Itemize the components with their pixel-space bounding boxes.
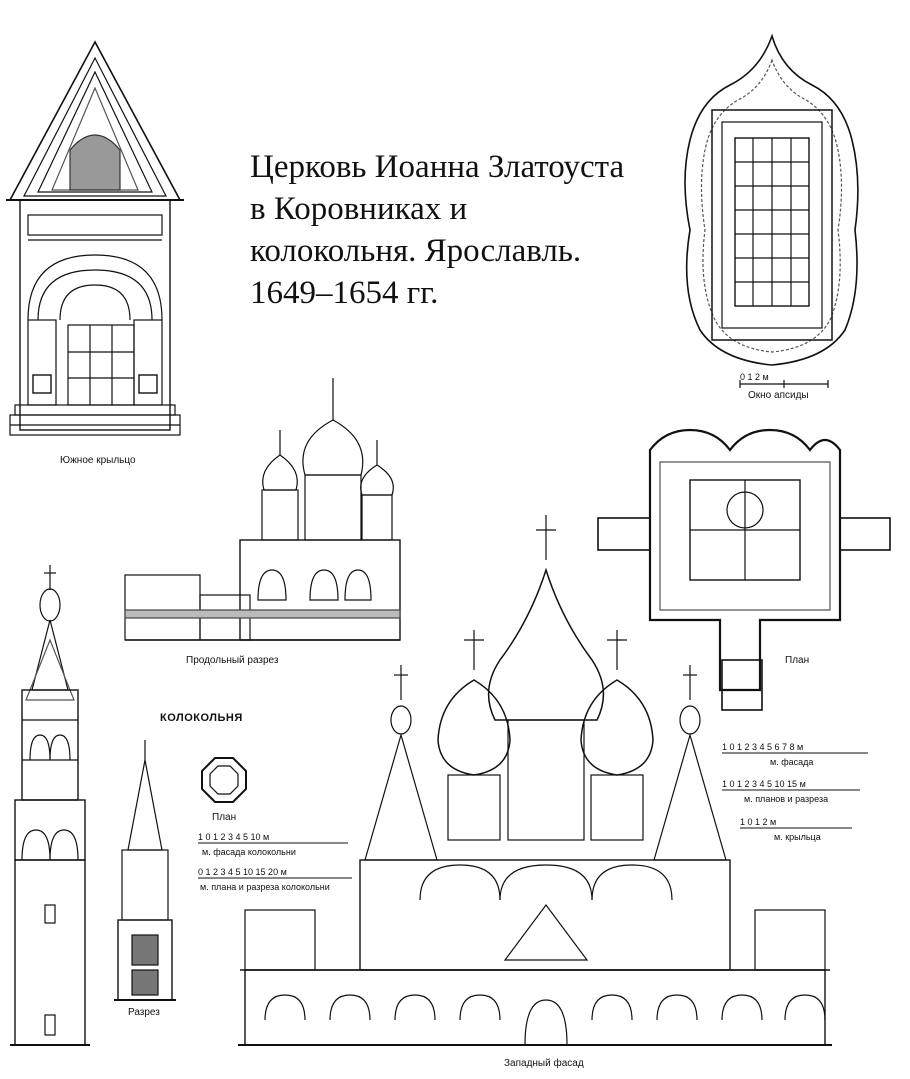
caption-church-plan: План xyxy=(785,655,810,666)
caption-south-porch: Южное крыльцо xyxy=(60,455,136,466)
church-plan-drawing xyxy=(597,428,891,711)
caption-apse-window: Окно апсиды xyxy=(748,390,809,401)
apse-window-drawing xyxy=(684,33,859,388)
caption-section: Разрез xyxy=(128,1007,160,1018)
title-line-4: 1649–1654 гг. xyxy=(250,275,439,311)
caption-longitudinal-section: Продольный разрез xyxy=(186,655,279,666)
west-facade-drawing xyxy=(238,515,832,1046)
bell-tower-plan-drawing xyxy=(201,757,247,803)
title-line-2: в Коровниках и xyxy=(250,191,468,227)
page-title: Церковь Иоанна Златоуста в Коровниках и … xyxy=(250,146,650,314)
bell-tower-section-drawing xyxy=(114,740,176,1001)
south-porch-drawing xyxy=(6,40,184,436)
scale-porch-ticks: 1 0 1 2 м xyxy=(740,817,777,827)
scale-plans-label: м. планов и разреза xyxy=(744,794,829,804)
scale-tower-facade-label: м. фасада колокольни xyxy=(202,847,296,857)
scale-apse-ticks: 0 1 2 м xyxy=(740,372,769,382)
bell-tower-facade-drawing xyxy=(10,565,90,1046)
title-line-3: колокольня. Ярославль. xyxy=(250,233,582,269)
scale-porch-label: м. крыльца xyxy=(774,832,821,842)
scale-bars-drawing xyxy=(198,752,868,879)
longitudinal-section-drawing xyxy=(124,378,401,641)
caption-bell-tower: КОЛОКОЛЬНЯ xyxy=(160,712,243,724)
caption-west-facade: Западный фасад xyxy=(504,1058,584,1069)
caption-bell-tower-plan: План xyxy=(212,812,237,823)
scale-facade-label: м. фасада xyxy=(770,757,814,767)
title-line-1: Церковь Иоанна Златоуста xyxy=(250,149,625,185)
scale-tower-facade-ticks: 1 0 1 2 3 4 5 10 м xyxy=(198,832,270,842)
scale-tower-plan-ticks: 0 1 2 3 4 5 10 15 20 м xyxy=(198,867,287,877)
scale-plans-ticks: 1 0 1 2 3 4 5 10 15 м xyxy=(722,779,806,789)
scale-tower-plan-label: м. плана и разреза колокольни xyxy=(200,882,330,892)
scale-facade-ticks: 1 0 1 2 3 4 5 6 7 8 м xyxy=(722,742,804,752)
